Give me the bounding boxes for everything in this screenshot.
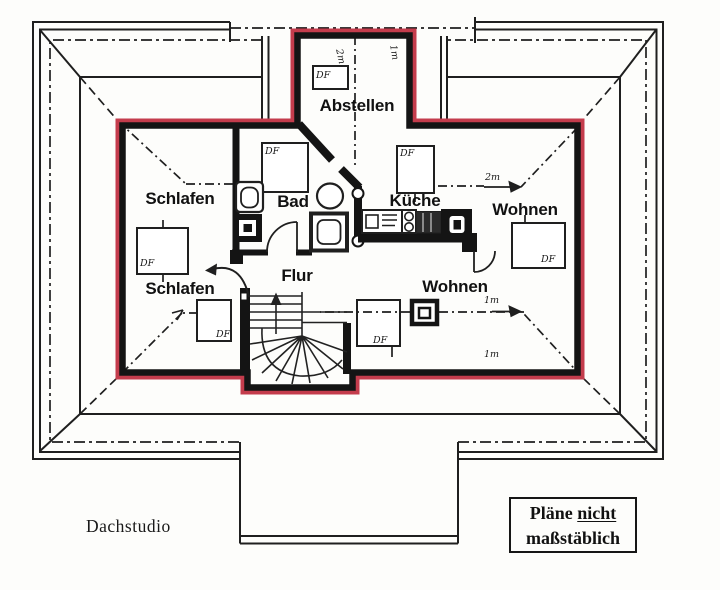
shower-outline: [309, 211, 349, 253]
ridge-junction-tick: [171, 309, 184, 321]
chimney: [409, 298, 440, 327]
roof-window-abstellen: [312, 65, 349, 90]
bad-door-swing: [266, 221, 298, 253]
df-mark-abstellen: DF: [316, 70, 331, 81]
roof-windows: [136, 65, 566, 357]
roof-window-schlafen-lower: [196, 299, 232, 342]
roof-window-bad: [261, 142, 309, 193]
stair-landing-lines: [302, 311, 347, 324]
sink-bowl-upper: [403, 211, 414, 222]
scale-note-word1: Pläne: [529, 503, 573, 523]
dim-arrow-1m-head: [508, 305, 523, 318]
bathroom-fixtures: [233, 180, 349, 253]
eave-junction-ticks: [229, 17, 476, 43]
roof-window-schlafen-upper: [136, 227, 189, 275]
ridge-left-upper: [117, 120, 234, 185]
door-post-upper: [351, 187, 365, 200]
kitchen-stove-block: [415, 211, 442, 234]
roof-window-wohnen-lower: [356, 299, 401, 347]
entry-arrow: [205, 263, 250, 298]
roof-window-wohnen-upper: [511, 222, 566, 269]
df-mark-bad: DF: [265, 146, 280, 157]
chimney-outer: [409, 298, 440, 327]
room-label-schlafen-upper: Schlafen: [145, 189, 215, 208]
wall-stair-notch: [241, 293, 247, 300]
dimension-1m-dormer: 1m: [387, 44, 401, 61]
dormer-shell-lines: [261, 36, 448, 124]
stair-walk-line: [261, 327, 343, 377]
ridge-right-upper-diagonal: [520, 126, 579, 188]
apartment-boundary-red: [115, 28, 585, 395]
roof-outline: [32, 17, 664, 545]
room-label-schlafen-lower: Schlafen: [145, 279, 215, 298]
dimension-1m-ridge: 1m: [484, 295, 500, 306]
hip-dash-lines: [79, 76, 621, 415]
chimney-inner: [417, 306, 432, 320]
roof-window-ticks: [162, 193, 526, 357]
ridge-lines: [117, 36, 583, 378]
stair-up-arrow-head: [270, 292, 282, 305]
ridge-left-lower: [117, 312, 198, 378]
df-mark-kueche: DF: [400, 148, 415, 159]
entry-arrow-curve: [212, 266, 250, 298]
roof-inner-rect: [79, 76, 621, 415]
df-mark-wohnen-lower: DF: [373, 335, 388, 346]
eave-outer-line: [32, 21, 664, 460]
room-label-wohnen-upper: Wohnen: [492, 200, 558, 219]
dimension-2m-upper: 2m: [485, 172, 501, 183]
room-label-bad: Bad: [277, 192, 309, 211]
df-mark-wohnen-upper: DF: [541, 254, 556, 265]
dimension-1m-wall: 1m: [484, 349, 500, 360]
df-mark-schlafen-lower: DF: [216, 329, 231, 340]
kitchen-unit-left-detail: [365, 214, 379, 229]
fridge-core: [453, 220, 461, 230]
kitchen-vent-lines: [382, 214, 397, 227]
scale-note-line2: maßstäblich: [525, 528, 621, 548]
room-label-kueche: Küche: [389, 191, 441, 210]
stair-winders: [249, 335, 348, 385]
washbasin: [315, 182, 345, 210]
dimension-arrows: [171, 180, 523, 321]
duct-shaft-core: [243, 224, 252, 232]
df-mark-schlafen-upper: DF: [140, 258, 155, 269]
kueche-door-swing: [473, 250, 496, 273]
roof-mid-dash-rect: [49, 39, 647, 443]
wall-diagonal-upper: [296, 121, 335, 163]
room-label-flur: Flur: [281, 266, 313, 285]
dim-arrow-2m-head: [508, 180, 523, 193]
wall-diagonal-lower: [338, 166, 363, 191]
scale-note-box: Pläne nicht maßstäblich: [509, 497, 637, 553]
lower-extension-outline: [239, 442, 459, 545]
room-label-wohnen-lower: Wohnen: [422, 277, 488, 296]
stove-grid-lines: [422, 213, 432, 232]
plan-caption: Dachstudio: [86, 516, 171, 536]
eave-inner-line: [39, 28, 658, 453]
room-label-abstellen: Abstellen: [319, 96, 395, 115]
sink-bowl-lower: [403, 222, 414, 233]
ridge-right-lower-diagonal: [523, 313, 583, 378]
hip-lines: [39, 29, 657, 452]
kitchen-fixtures: [361, 209, 496, 273]
toilet-bowl: [240, 186, 259, 209]
shower-tray: [316, 219, 342, 245]
scale-note-word2: nicht: [577, 503, 617, 523]
entry-arrow-head: [205, 263, 217, 276]
staircase: [249, 292, 348, 385]
